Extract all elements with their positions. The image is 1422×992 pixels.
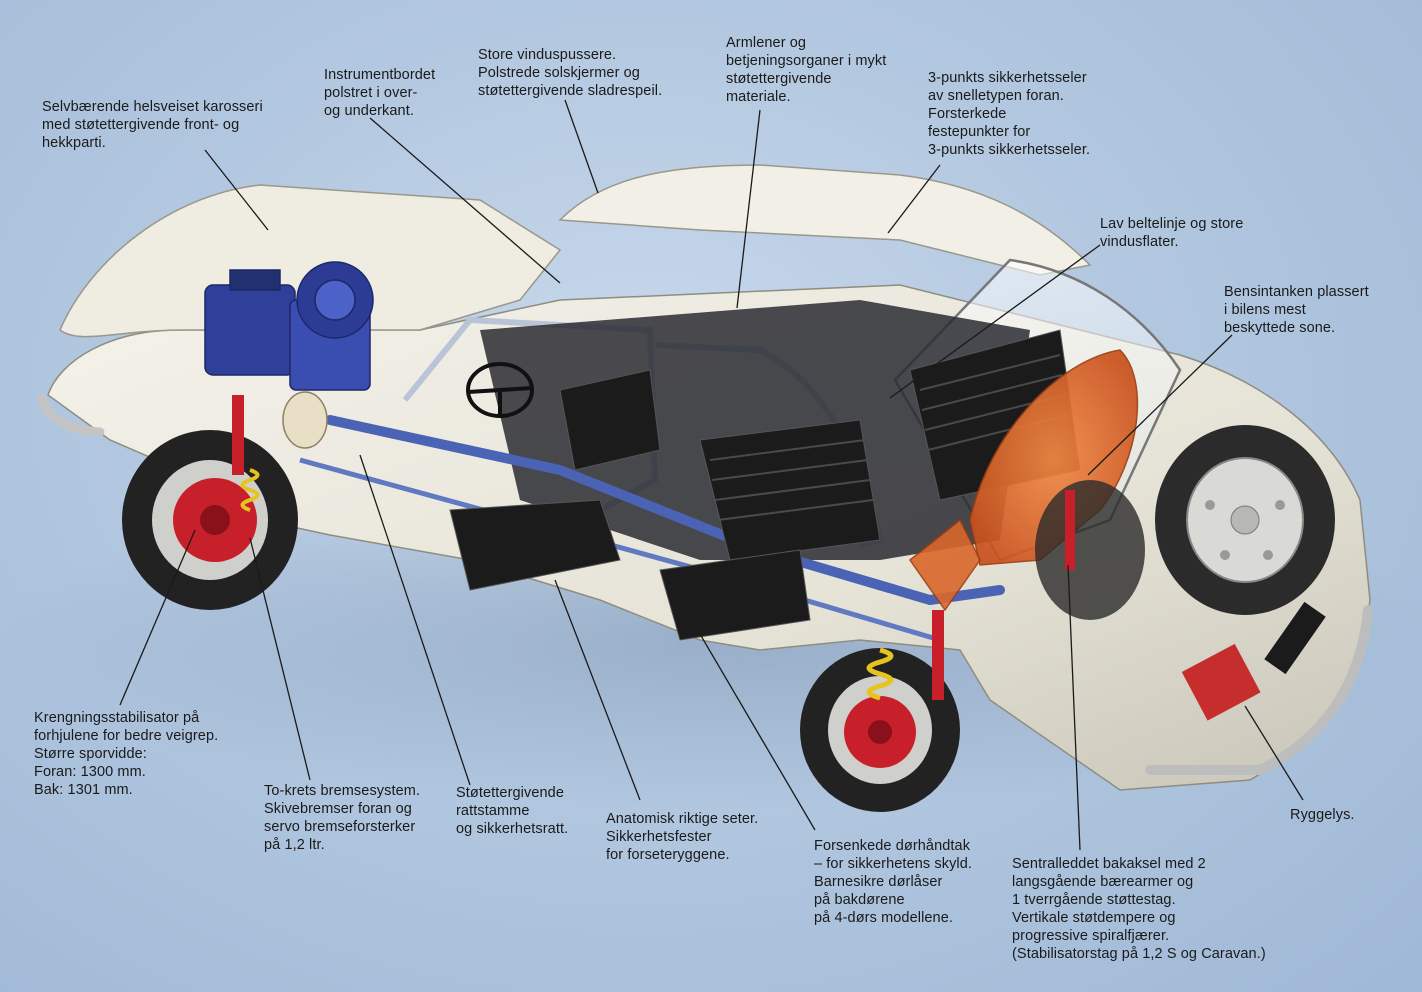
callout-bremsesystem: To-krets bremsesystem. Skivebremser fora… — [264, 783, 421, 853]
front-shock — [232, 395, 244, 475]
license-plate — [1264, 601, 1326, 675]
callout-sikkerhetsseler: 3-punkts sikkerhetsseler av snelletypen … — [928, 70, 1091, 158]
rear-right-wheel — [1035, 480, 1145, 620]
roof — [558, 164, 1092, 276]
callout-seter: Anatomisk riktige seter. Sikkerhetsfeste… — [606, 811, 759, 863]
callout-krengning: Krengningsstabilisator på forhjulene for… — [34, 710, 219, 798]
leader-lines — [119, 99, 1304, 851]
front-wheel — [122, 430, 298, 610]
rear-shock — [932, 610, 944, 700]
fuel-filler — [908, 518, 981, 612]
steering-wheel — [466, 362, 534, 418]
hood — [59, 184, 562, 338]
spare-wheel — [1155, 425, 1335, 615]
engine — [204, 261, 374, 391]
callout-beltelinje: Lav beltelinje og store vindusflater. — [1100, 216, 1244, 250]
callout-karosseri: Selvbærende helsveiset karosseri med stø… — [42, 99, 263, 151]
brake-booster — [282, 391, 328, 449]
rear-shock-right — [1065, 490, 1075, 570]
front-bumper — [37, 393, 105, 437]
callout-bensintanken: Bensintanken plassert i bilens mest besk… — [1224, 284, 1369, 336]
callout-rattstamme: Støtettergivende rattstamme og sikkerhet… — [456, 785, 569, 837]
rear-bumper — [1145, 605, 1373, 775]
callout-dorhandtak: Forsenkede dørhåndtak – for sikkerhetens… — [814, 838, 973, 926]
chassis-rail — [299, 457, 941, 643]
callout-vinduspussere: Store vinduspussere. Polstrede solskjerm… — [478, 47, 663, 99]
rear-wheel — [800, 648, 960, 812]
callout-instrumentbordet: Instrumentbordet polstret i over- og und… — [324, 67, 436, 119]
callout-armlener: Armlener og betjeningsorganer i mykt stø… — [726, 35, 887, 105]
front-seat — [449, 369, 661, 591]
rear-light — [1181, 643, 1261, 721]
front-spring — [240, 468, 260, 512]
callout-bakaksel: Sentralleddet bakaksel med 2 langsgående… — [1012, 856, 1266, 962]
rear-spring — [866, 647, 894, 701]
callout-ryggelys: Ryggelys. — [1290, 807, 1355, 823]
